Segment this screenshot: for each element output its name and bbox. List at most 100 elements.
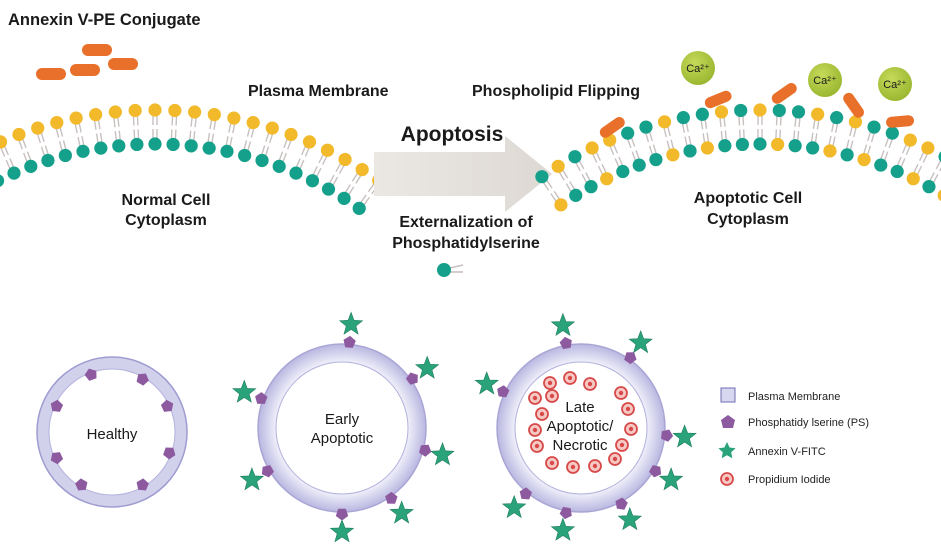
early-cytoplasm xyxy=(275,361,409,495)
lipid-head xyxy=(166,137,180,152)
apoptosis-arrow xyxy=(374,136,552,212)
lipid-head xyxy=(168,103,182,118)
apoptotic-membrane xyxy=(535,103,941,212)
lipid-head xyxy=(695,107,709,121)
annexin-star-icon xyxy=(430,442,455,466)
lipid-head xyxy=(58,148,72,163)
lipid-head xyxy=(840,148,854,162)
lipid-head xyxy=(806,141,820,155)
lipid-head xyxy=(585,141,599,155)
lipid-head xyxy=(202,141,216,155)
annexin-star-icon xyxy=(329,519,355,543)
normal-cell-label: Normal Cell xyxy=(122,192,211,209)
annexin-conjugate-icon xyxy=(70,64,100,76)
annexin-star-icon xyxy=(550,312,576,336)
phospholipid-icon xyxy=(437,263,464,277)
lipid-head xyxy=(632,158,646,172)
propidium-iodide-core xyxy=(549,393,555,399)
lipid-head xyxy=(867,120,881,134)
phospholipid-flipping-label: Phospholipid Flipping xyxy=(472,83,640,100)
calcium-icon xyxy=(878,67,912,101)
propidium-iodide-core xyxy=(619,442,625,448)
lipid-head xyxy=(639,120,653,134)
lipid-head xyxy=(238,148,252,163)
lipid-head xyxy=(265,121,279,135)
ps-icon xyxy=(84,368,97,381)
annexin-conjugate-icon xyxy=(108,58,138,70)
ps-icon xyxy=(335,508,349,521)
healthy-ps-group xyxy=(50,368,176,491)
ps-icon xyxy=(163,447,176,460)
lipid-head xyxy=(788,139,802,153)
phosphatidylserine-label: Phosphatidylserine xyxy=(392,235,540,252)
lipid-head xyxy=(885,126,899,140)
early-label-line1: Early xyxy=(325,411,360,428)
normal-cytoplasm-label: Cytoplasm xyxy=(125,212,207,229)
annexin-star-icon xyxy=(239,467,265,491)
propidium-iodide-core xyxy=(587,381,593,387)
square-icon xyxy=(720,387,736,403)
propidium-iodide-core xyxy=(570,464,576,470)
legend-label-membrane: Plasma Membrane xyxy=(748,391,840,403)
propidium-iodide-core xyxy=(532,427,538,433)
lipid-head xyxy=(676,111,690,125)
lipid-tail xyxy=(0,143,6,157)
lipid-head xyxy=(289,166,303,180)
lipid-head xyxy=(753,103,767,117)
ps-icon xyxy=(497,385,510,398)
annexin-bound-icon xyxy=(843,92,864,118)
annexin-star-icon xyxy=(628,329,653,354)
propidium-iodide-core xyxy=(625,406,631,412)
lipid-head xyxy=(921,141,935,155)
ps-icon xyxy=(75,478,88,491)
healthy-cytoplasm xyxy=(48,368,176,496)
lipid-head xyxy=(7,166,21,180)
propidium-iodide-core xyxy=(549,460,555,466)
propidium-iodide-core xyxy=(618,390,624,396)
lipid-head xyxy=(320,143,335,157)
lipid-head xyxy=(772,103,786,118)
lipid-head xyxy=(355,162,369,177)
apoptotic-cell-label: Apoptotic Cell xyxy=(694,190,802,207)
lipid-head xyxy=(621,126,635,140)
propidium-iodide-core xyxy=(532,395,538,401)
lipid-head xyxy=(700,141,714,155)
lipid-head xyxy=(255,153,269,168)
early-marks-group xyxy=(232,311,455,543)
lipid-head xyxy=(937,189,941,202)
lipid-head xyxy=(811,107,825,121)
calcium-icon xyxy=(808,63,842,97)
annexin-star-icon xyxy=(672,424,697,448)
lipid-head xyxy=(584,180,598,194)
lipid-head xyxy=(128,103,142,118)
lipid-head xyxy=(69,111,83,125)
annexin-bound-icon xyxy=(704,90,732,109)
lipid-tail xyxy=(935,158,941,170)
legend: Plasma Membrane Phosphatidy lserine (PS)… xyxy=(718,387,869,486)
lipid-head xyxy=(148,137,162,151)
apoptotic-cytoplasm-label: Cytoplasm xyxy=(707,211,789,228)
lipid-head xyxy=(569,188,583,202)
ps-icon xyxy=(50,399,64,412)
lipid-head xyxy=(0,174,5,187)
ps-icon xyxy=(343,335,356,348)
lipid-head xyxy=(657,115,672,129)
lipid-head xyxy=(535,170,549,184)
lipid-head xyxy=(12,127,26,142)
lipid-head xyxy=(337,191,351,205)
ps-icon xyxy=(661,429,674,442)
annexin-conjugate-icon xyxy=(36,68,66,80)
calcium-label: Ca²⁺ xyxy=(686,63,710,75)
lipid-head xyxy=(108,105,122,119)
lipid-head xyxy=(683,144,697,158)
annexin-star-icon xyxy=(658,467,684,491)
annexin-conjugate-icon xyxy=(82,44,112,56)
lipid-head xyxy=(718,139,732,153)
ps-icon xyxy=(559,506,572,520)
late-label-line3: Necrotic xyxy=(552,437,608,454)
ps-icon xyxy=(50,452,64,465)
lipid-head xyxy=(89,107,103,122)
pentagon-icon xyxy=(721,415,735,428)
ps-icon xyxy=(615,497,628,510)
lipid-head xyxy=(94,141,108,155)
